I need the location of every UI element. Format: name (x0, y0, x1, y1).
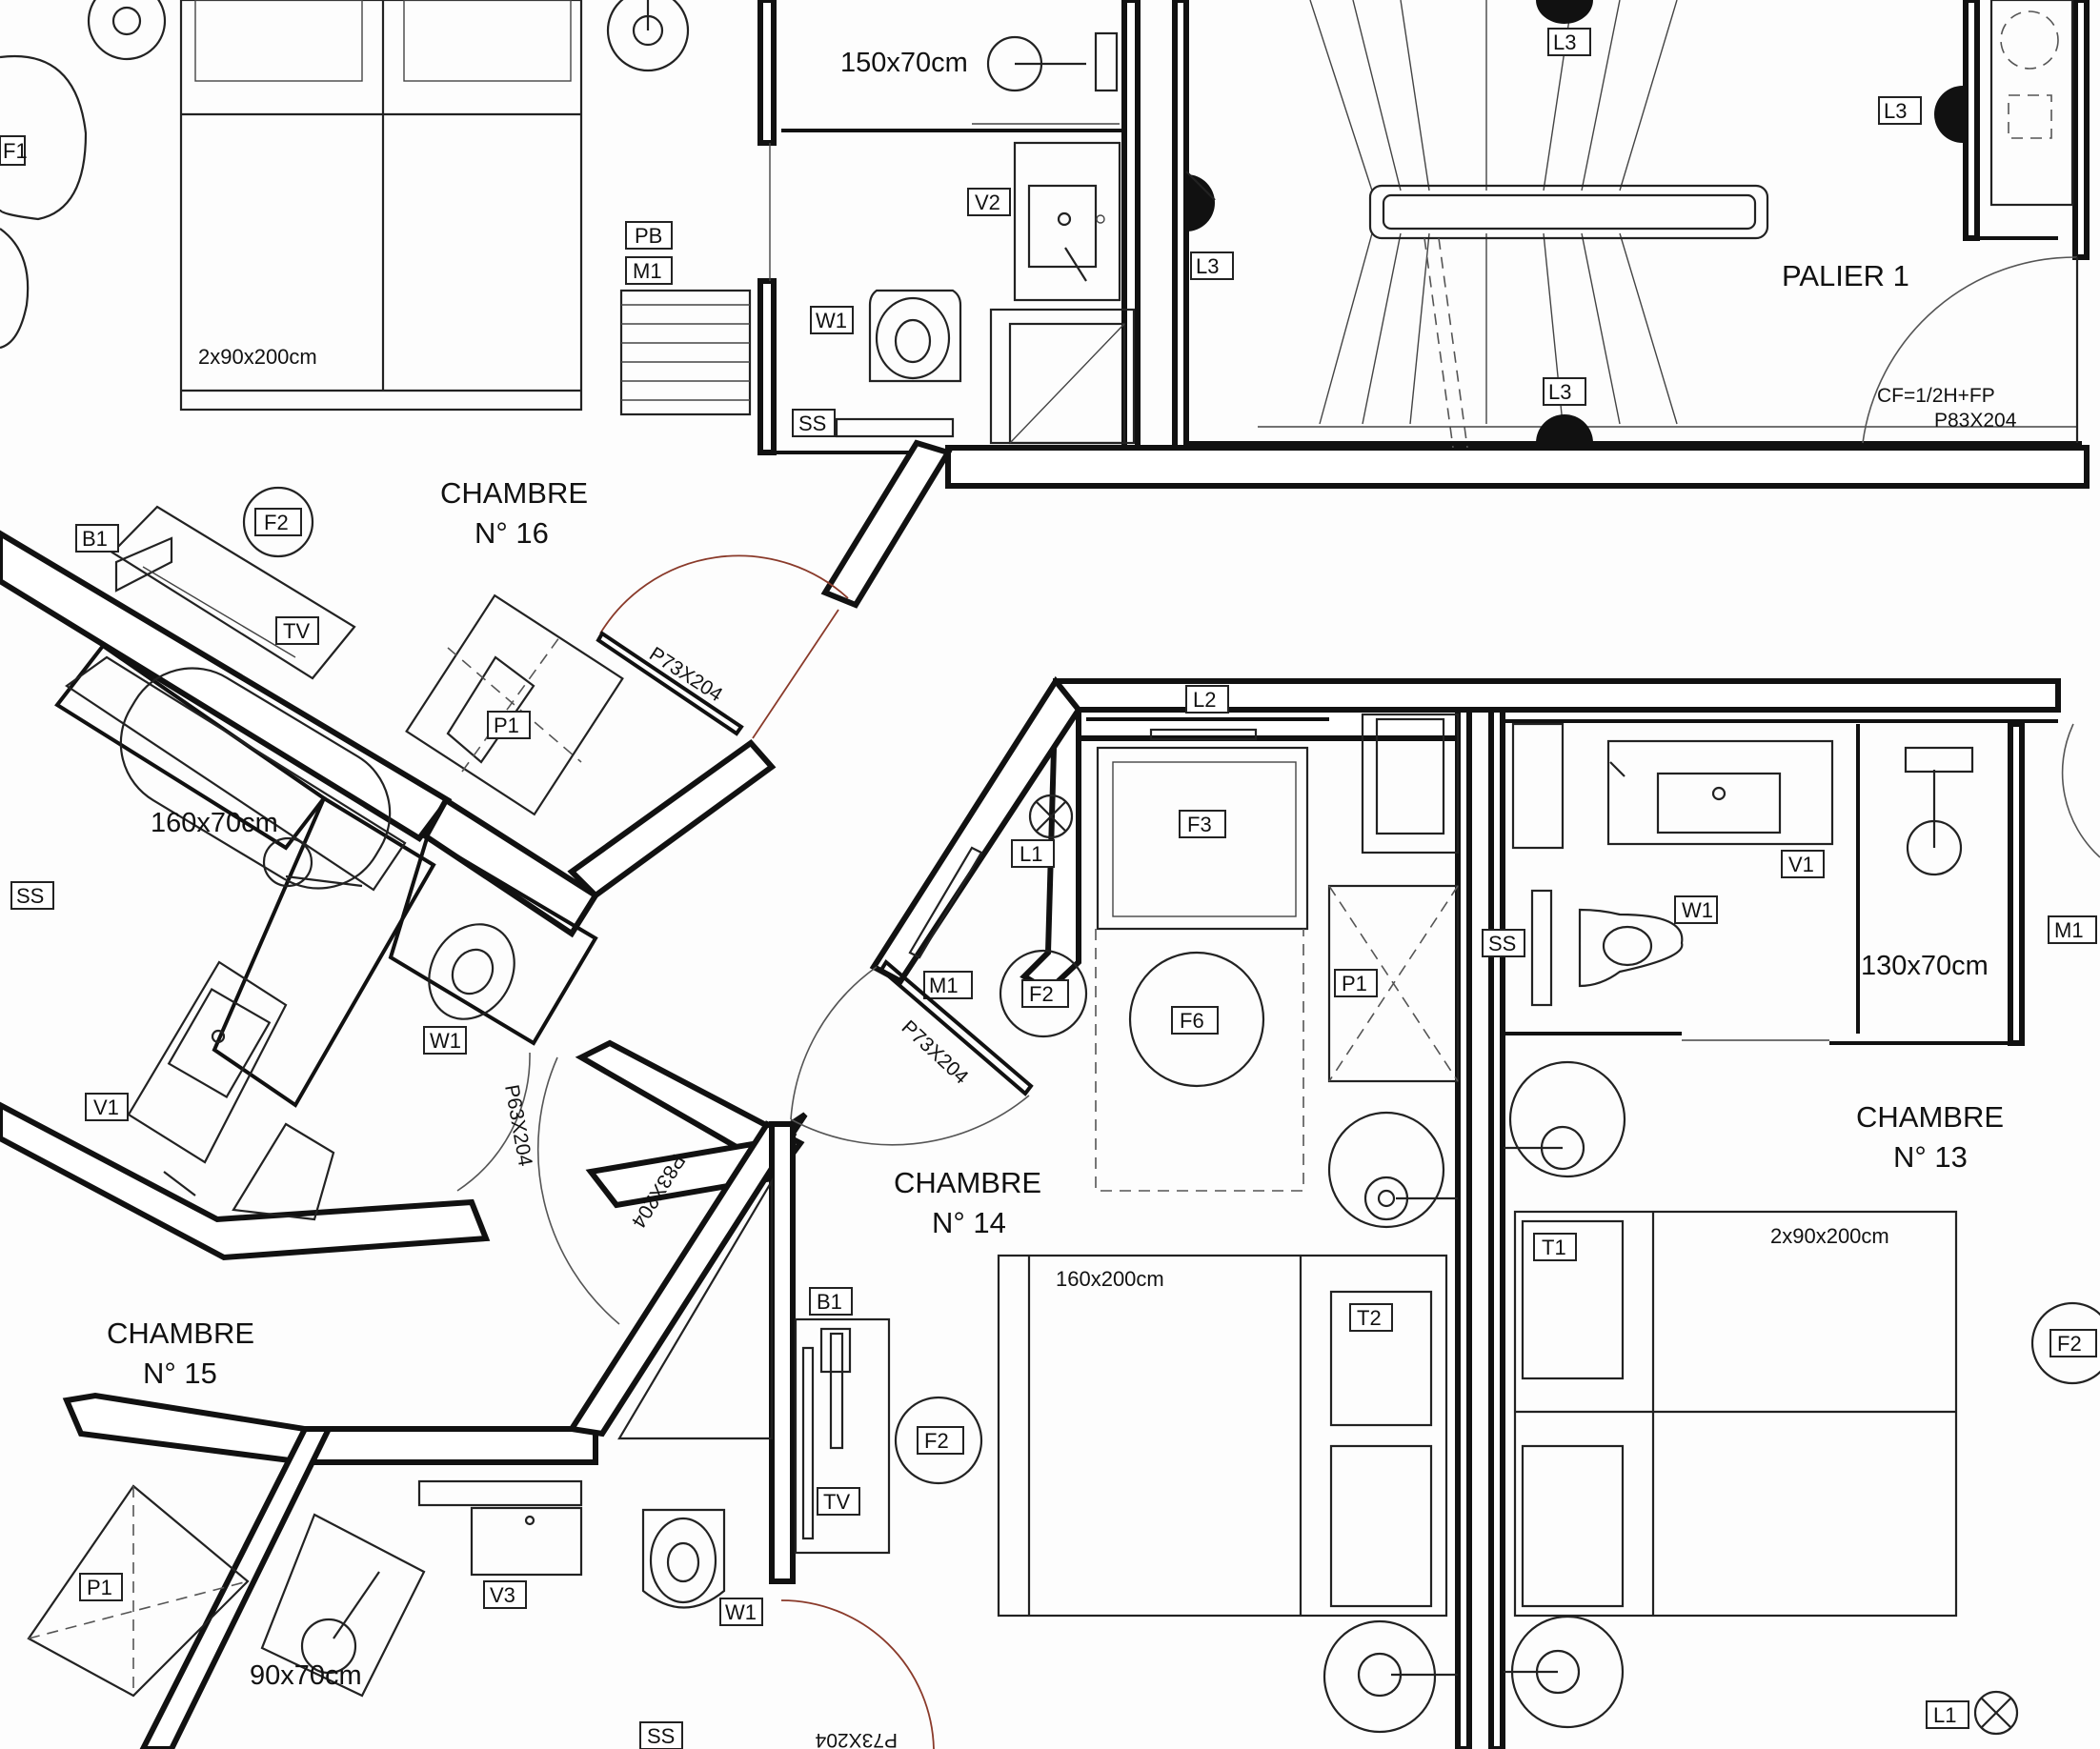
tag-f2-13: F2 (2057, 1332, 2082, 1356)
tag-f2-14a: F2 (1029, 982, 1054, 1006)
tag-p1-15: P1 (87, 1576, 112, 1599)
bed-14-dimension: 160x200cm (1056, 1267, 1164, 1291)
shower-top (989, 308, 1136, 445)
desk-14: B1 TV F2 (794, 1287, 983, 1555)
tag-f1: F1 (3, 139, 28, 163)
radiator-16: PB M1 (619, 221, 752, 416)
basin-dimension: 150x70cm (840, 48, 968, 78)
tag-t1: T1 (1542, 1236, 1566, 1259)
beds-chambre-16: 2x90x200cm (179, 0, 583, 412)
wardrobe-14: L2 F3 L1 (1011, 685, 1309, 931)
staircase (1258, 0, 2077, 449)
landing-door (1862, 256, 2079, 444)
tag-ss-13: SS (1488, 932, 1516, 955)
wc-top: W1 SS (792, 289, 962, 438)
room-14-name: CHAMBRE (894, 1166, 1041, 1199)
room-15-name: CHAMBRE (107, 1317, 254, 1350)
wc-14: W1 (617, 1176, 774, 1626)
tag-f2-16: F2 (264, 511, 289, 534)
tag-ss-16: SS (16, 884, 44, 908)
tag-l3-c: L3 (1548, 380, 1571, 404)
door-bottom-label: P73X204 (815, 1729, 898, 1749)
wall-lights-l3: L3 L3 L3 L3 (1185, 0, 1963, 443)
room-16-number: N° 16 (475, 516, 549, 550)
room-16-name: CHAMBRE (440, 476, 588, 510)
tag-l2: L2 (1193, 688, 1216, 712)
tag-p1-14: P1 (1342, 972, 1367, 995)
tag-l1-14: L1 (1020, 842, 1042, 866)
chambre-15-walls (62, 1039, 808, 1749)
lamps-13 (1504, 1060, 1626, 1729)
tag-w1-16: W1 (430, 1029, 461, 1053)
tag-b1-14: B1 (817, 1290, 842, 1314)
tag-tv-14: TV (823, 1490, 850, 1514)
tag-pb: PB (635, 224, 662, 248)
shower-15-dimension: 90x70cm (250, 1660, 362, 1691)
bed-14: 160x200cm T2 (997, 1254, 1448, 1618)
tag-w1-top: W1 (816, 309, 847, 332)
landing-walls (945, 0, 2090, 489)
bathroom-16-walls (757, 0, 1141, 479)
bedside-lamps-16 (87, 0, 690, 72)
tag-l1-13: L1 (1933, 1703, 1956, 1727)
tag-ss-15: SS (647, 1724, 675, 1748)
room-13-number: N° 13 (1893, 1140, 1968, 1174)
desk-16: B1 F2 TV (75, 486, 356, 680)
beds-16-dimension: 2x90x200cm (198, 345, 317, 369)
tag-v3: V3 (490, 1583, 515, 1607)
tag-tv-16: TV (283, 619, 310, 643)
washbasin-v2: V2 (967, 141, 1121, 302)
palier-label: PALIER 1 (1782, 259, 1909, 292)
door-16-label: P73X204 (645, 643, 726, 707)
chambre-14-walls: P1 (566, 675, 1472, 1749)
palier-door-note: CF=1/2H+FP (1877, 385, 1995, 407)
tag-l3-a: L3 (1196, 254, 1219, 278)
tag-f3: F3 (1187, 813, 1212, 836)
lamps-14 (1323, 1111, 1458, 1734)
beds-13: T1 2x90x200cm F2 L1 (1513, 1210, 2100, 1736)
shower-13-dimension: 130x70cm (1861, 951, 1989, 981)
bathroom-16: 160x70cm V1 SS W1 P1 P63X204 (0, 530, 777, 1261)
corridor-walls (820, 439, 2061, 995)
shower-13: 130x70cm M1 (1861, 723, 2100, 981)
basin-top-150: 150x70cm (840, 31, 1119, 92)
room-13-name: CHAMBRE (1856, 1100, 2004, 1134)
door-chambre-16: P73X204 (596, 554, 849, 739)
tag-m1-14: M1 (929, 974, 959, 997)
tag-f6: F6 (1180, 1009, 1204, 1033)
beds-13-dimension: 2x90x200cm (1770, 1224, 1889, 1248)
palier-door-size: P83X204 (1934, 410, 2017, 432)
tag-b1-16: B1 (82, 527, 108, 551)
tag-v1-16: V1 (93, 1096, 119, 1119)
vanity-13: V1 W1 SS (1482, 739, 1834, 1007)
tag-m1-16: M1 (633, 259, 662, 283)
room-15-number: N° 15 (143, 1357, 217, 1390)
door-16-bath-label: P63X204 (500, 1083, 536, 1168)
tag-l3-d: L3 (1884, 99, 1907, 123)
tag-w1-14: W1 (725, 1600, 757, 1624)
tag-t2: T2 (1357, 1306, 1382, 1330)
tag-m1-13: M1 (2054, 918, 2084, 942)
bathroom-15: P1 90x70cm V3 SS (27, 1479, 683, 1749)
door-chambre-14: P73X204 (790, 958, 1034, 1146)
room-14-number: N° 14 (932, 1206, 1006, 1239)
tag-f2-14b: F2 (924, 1429, 949, 1453)
tag-w1-13: W1 (1682, 898, 1713, 922)
tag-v2: V2 (975, 191, 1000, 214)
tag-l3-b: L3 (1553, 30, 1576, 54)
chambre-13-walls (1488, 707, 2058, 1749)
landing-cabinet (1989, 0, 2074, 207)
tag-v1-13: V1 (1788, 853, 1814, 876)
seating-14: F6 F2 M1 (908, 846, 1304, 1192)
bath-16-dimension: 160x70cm (151, 808, 278, 838)
tag-ss-top: SS (798, 412, 826, 435)
tag-p1-16: P1 (494, 714, 519, 737)
door-bottom: P73X204 (780, 1599, 935, 1749)
armchairs-16: F1 (0, 54, 88, 350)
